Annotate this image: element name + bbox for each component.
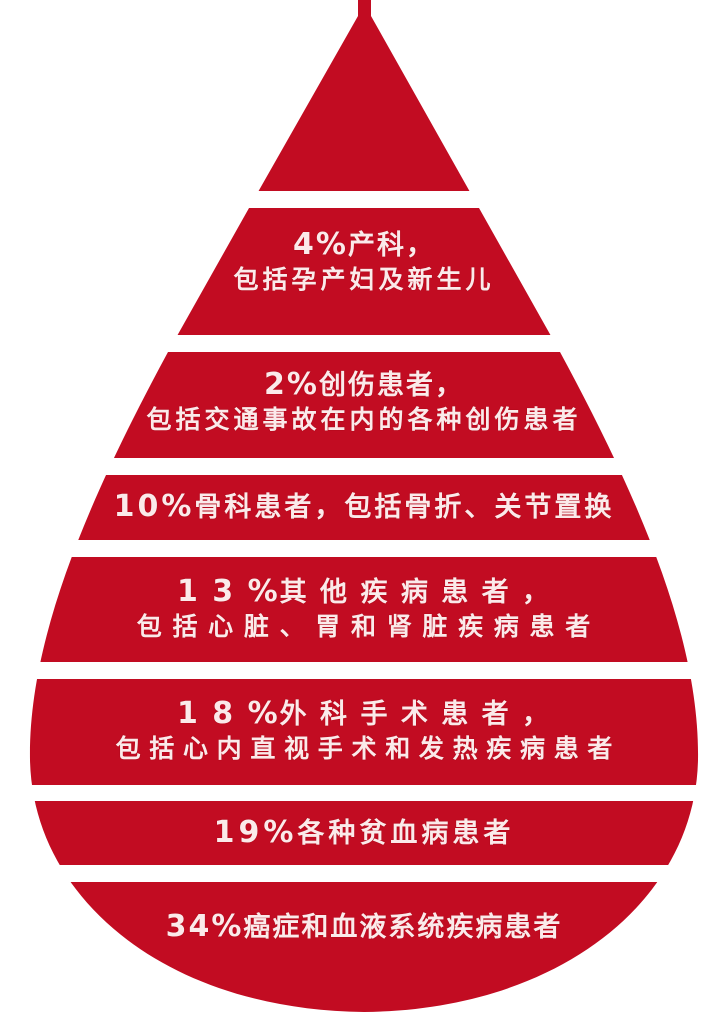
segment-3	[29, 475, 699, 540]
segment-2-label: 2%创伤患者， 包括交通事故在内的各种创伤患者	[146, 367, 582, 435]
segment-7	[29, 882, 699, 1012]
segment-4-label: 1 3 %其 他 疾 病 患 者 ， 包 括 心 脏 、 胃 和 肾 脏 疾 病…	[136, 574, 592, 642]
segment-4	[29, 557, 699, 662]
segment-tip	[29, 0, 699, 191]
segment-3-label: 10%骨科患者，包括骨折、关节置换	[113, 489, 615, 524]
segment-5	[29, 679, 699, 785]
segment-6	[29, 801, 699, 865]
segment-5-label: 1 8 %外 科 手 术 患 者 ， 包 括 心 内 直 视 手 术 和 发 热…	[115, 696, 613, 764]
segment-1-label: 4%产科， 包括孕产妇及新生儿	[233, 227, 495, 295]
segment-6-label: 19%各种贫血病患者	[213, 815, 515, 850]
segment-7-label: 34%癌症和血液系统疾病患者	[165, 909, 563, 944]
